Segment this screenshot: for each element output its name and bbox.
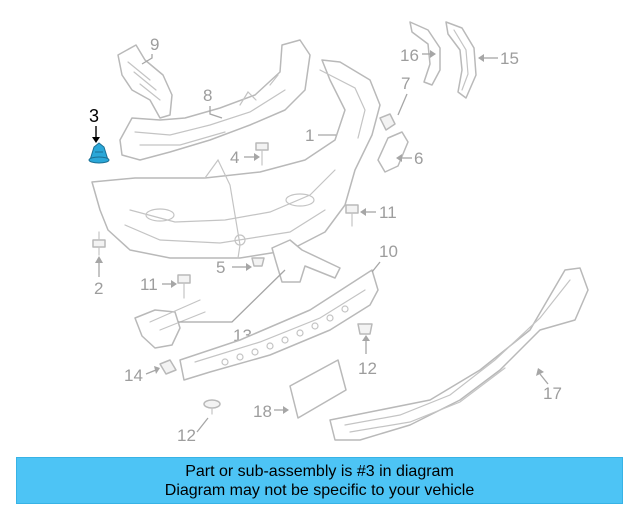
callout-3: 3 xyxy=(89,106,99,126)
arrow-2 xyxy=(95,256,103,263)
leader-13 xyxy=(178,269,286,323)
part-4-screw xyxy=(255,142,269,166)
arrow-11-upper xyxy=(360,208,366,216)
part-17-valance xyxy=(329,267,589,441)
part-14-bolt xyxy=(159,359,177,375)
callout-10: 10 xyxy=(379,242,398,261)
arrow-6 xyxy=(396,154,402,162)
callout-18: 18 xyxy=(253,402,272,421)
info-banner: Part or sub-assembly is #3 in diagram Di… xyxy=(16,457,623,504)
arrow-14 xyxy=(154,366,160,374)
arrow-16 xyxy=(430,50,436,58)
callout-12-right: 12 xyxy=(358,359,377,378)
callout-4: 4 xyxy=(230,148,239,167)
arrow-17 xyxy=(536,368,544,376)
arrow-5 xyxy=(246,263,252,271)
part-1-bumper-cover xyxy=(91,59,381,259)
part-5-bolt xyxy=(251,257,265,267)
leader-8 xyxy=(209,106,223,119)
part-9-bracket xyxy=(117,44,173,119)
callout-16: 16 xyxy=(400,46,419,65)
leader-10 xyxy=(371,261,381,273)
arrow-3 xyxy=(92,137,100,143)
part-7-clip xyxy=(379,113,396,131)
callout-17: 17 xyxy=(543,384,562,403)
banner-line-2: Diagram may not be specific to your vehi… xyxy=(164,481,475,499)
part-16-trim xyxy=(409,21,441,86)
part-8-absorber xyxy=(119,39,311,161)
leader-14 xyxy=(145,369,157,375)
part-10-reinforcement xyxy=(179,269,379,381)
banner-line-1: Part or sub-assembly is #3 in diagram xyxy=(185,462,454,480)
part-18-plate-bracket xyxy=(289,359,347,419)
callout-1: 1 xyxy=(305,126,314,145)
callout-12-lower: 12 xyxy=(177,426,196,445)
callout-6: 6 xyxy=(414,149,423,168)
parts-diagram: 9 8 1 3 2 4 xyxy=(88,21,589,445)
part-12-nut-lower xyxy=(203,399,221,415)
leader-17 xyxy=(539,373,549,385)
callout-15: 15 xyxy=(500,49,519,68)
arrow-4 xyxy=(254,153,260,161)
part-12-nut-right xyxy=(357,323,373,335)
callout-9: 9 xyxy=(150,35,159,54)
callout-2: 2 xyxy=(94,279,103,298)
callout-14: 14 xyxy=(124,366,143,385)
part-2-bolt xyxy=(92,231,106,256)
leader-9 xyxy=(141,54,153,65)
callout-8: 8 xyxy=(203,86,212,105)
arrow-15 xyxy=(478,54,484,62)
part-11-bolt-lower xyxy=(177,274,191,299)
leader-7 xyxy=(397,93,408,116)
arrow-12-right xyxy=(362,335,370,341)
callout-11-upper: 11 xyxy=(379,203,397,222)
part-11-bolt-upper xyxy=(345,204,359,227)
callout-5: 5 xyxy=(216,258,225,277)
part-13-mounts xyxy=(134,239,341,349)
callout-7: 7 xyxy=(401,74,410,93)
part-6-cap xyxy=(377,131,409,173)
callout-11-lower: 11 xyxy=(140,275,158,294)
leader-12-lower xyxy=(196,417,209,433)
arrow-11-lower xyxy=(171,280,177,288)
arrow-18 xyxy=(283,406,289,414)
part-3-clip xyxy=(88,142,110,164)
part-15-flare xyxy=(445,21,477,99)
